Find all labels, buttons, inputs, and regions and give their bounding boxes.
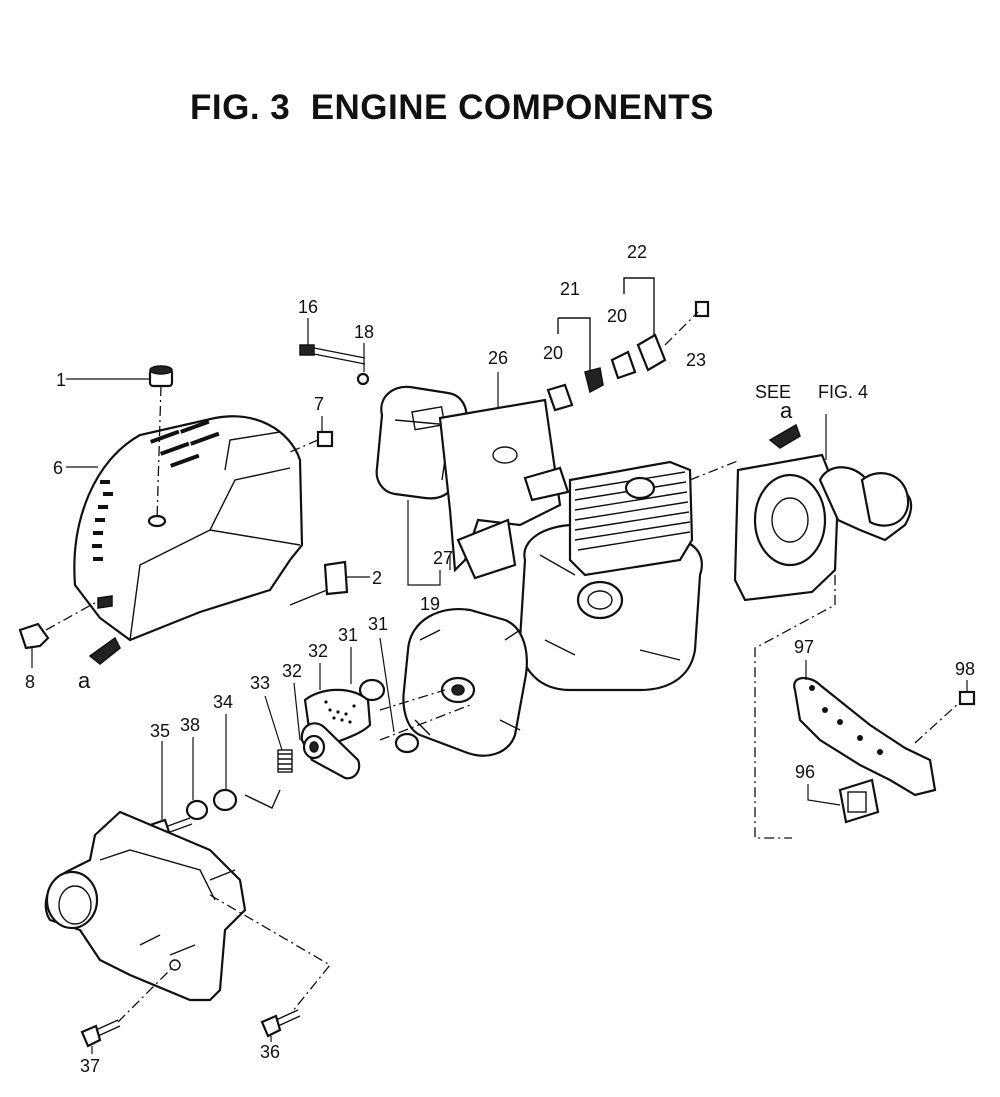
label-part-16: 16 — [298, 297, 318, 317]
bolt-part-98 — [914, 680, 976, 744]
washer-part-18 — [356, 343, 370, 386]
view-mark-left: a — [78, 668, 91, 693]
label-part-21: 21 — [560, 279, 580, 299]
carburetor-spacer-part-21 — [557, 317, 604, 394]
reference-see: SEE — [755, 382, 791, 402]
label-part-96: 96 — [795, 762, 815, 782]
label-part-19: 19 — [420, 594, 440, 614]
label-part-37: 37 — [80, 1056, 100, 1076]
label-part-98: 98 — [955, 659, 975, 679]
label-part-8: 8 — [25, 672, 35, 692]
view-arrow-a-left — [88, 636, 121, 665]
bolt-part-37 — [80, 964, 176, 1054]
grommet-part-1 — [66, 365, 174, 521]
recoil-starter — [733, 414, 913, 602]
label-part-33: 33 — [250, 673, 270, 693]
label-part-34: 34 — [213, 692, 233, 712]
view-arrow-a-right — [768, 423, 801, 449]
label-part-18: 18 — [354, 322, 374, 342]
housing-bolt-line — [209, 894, 331, 1013]
page-title: FIG. 3 ENGINE COMPONENTS — [190, 88, 714, 127]
washer-part-31-right — [379, 637, 420, 754]
insulator-part-22 — [623, 277, 667, 372]
heat-shield-part-27 — [449, 518, 517, 580]
label-part-20-right: 20 — [607, 306, 627, 326]
bolt-part-36 — [260, 1009, 301, 1042]
bolt-part-7 — [289, 416, 334, 453]
label-part-32-left: 32 — [282, 661, 302, 681]
starter-bracket-line — [754, 575, 836, 839]
label-part-23: 23 — [686, 350, 706, 370]
handle-grip-part-96 — [807, 778, 880, 824]
label-part-2: 2 — [372, 568, 382, 588]
clutch-housing — [44, 810, 247, 1002]
label-part-38: 38 — [180, 715, 200, 735]
label-part-6: 6 — [53, 458, 63, 478]
label-part-36: 36 — [260, 1042, 280, 1062]
view-mark-right: a — [780, 398, 793, 423]
clutch-link-line — [244, 789, 281, 809]
crank-axis-line — [379, 689, 446, 711]
handle-bracket-part-97 — [793, 660, 937, 797]
crankcase — [518, 523, 703, 692]
label-part-31-left: 31 — [338, 625, 358, 645]
cylinder — [568, 459, 741, 577]
bolt-part-23 — [664, 300, 710, 346]
clutch-assembly-part-32 — [293, 682, 361, 780]
bracket-line-19 — [407, 500, 441, 586]
bolt-part-16 — [299, 318, 366, 365]
washer-part-38 — [185, 737, 209, 821]
label-part-26: 26 — [488, 348, 508, 368]
washer-part-34 — [212, 714, 238, 812]
engine-cover-part-6 — [73, 415, 304, 642]
label-part-32-right: 32 — [308, 641, 328, 661]
label-part-35: 35 — [150, 721, 170, 741]
label-part-1: 1 — [56, 370, 66, 390]
crank-axis-line-2 — [379, 704, 471, 741]
label-part-22: 22 — [627, 242, 647, 262]
bracket-part-2 — [289, 560, 370, 606]
reference-fig: FIG. 4 — [818, 382, 868, 402]
label-part-7: 7 — [314, 394, 324, 414]
label-part-20-left: 20 — [543, 343, 563, 363]
label-part-27: 27 — [433, 548, 453, 568]
muffler-gasket-part-26 — [438, 372, 562, 573]
screw-part-8 — [18, 599, 101, 668]
gasket-part-20-left — [546, 383, 574, 412]
intake-gasket — [523, 466, 570, 502]
washer-part-31-left — [350, 647, 386, 702]
flywheel — [402, 607, 528, 757]
label-part-97: 97 — [794, 637, 814, 657]
gasket-part-20-right — [610, 350, 637, 380]
label-part-31-right: 31 — [368, 614, 388, 634]
spring-part-33 — [264, 695, 293, 773]
